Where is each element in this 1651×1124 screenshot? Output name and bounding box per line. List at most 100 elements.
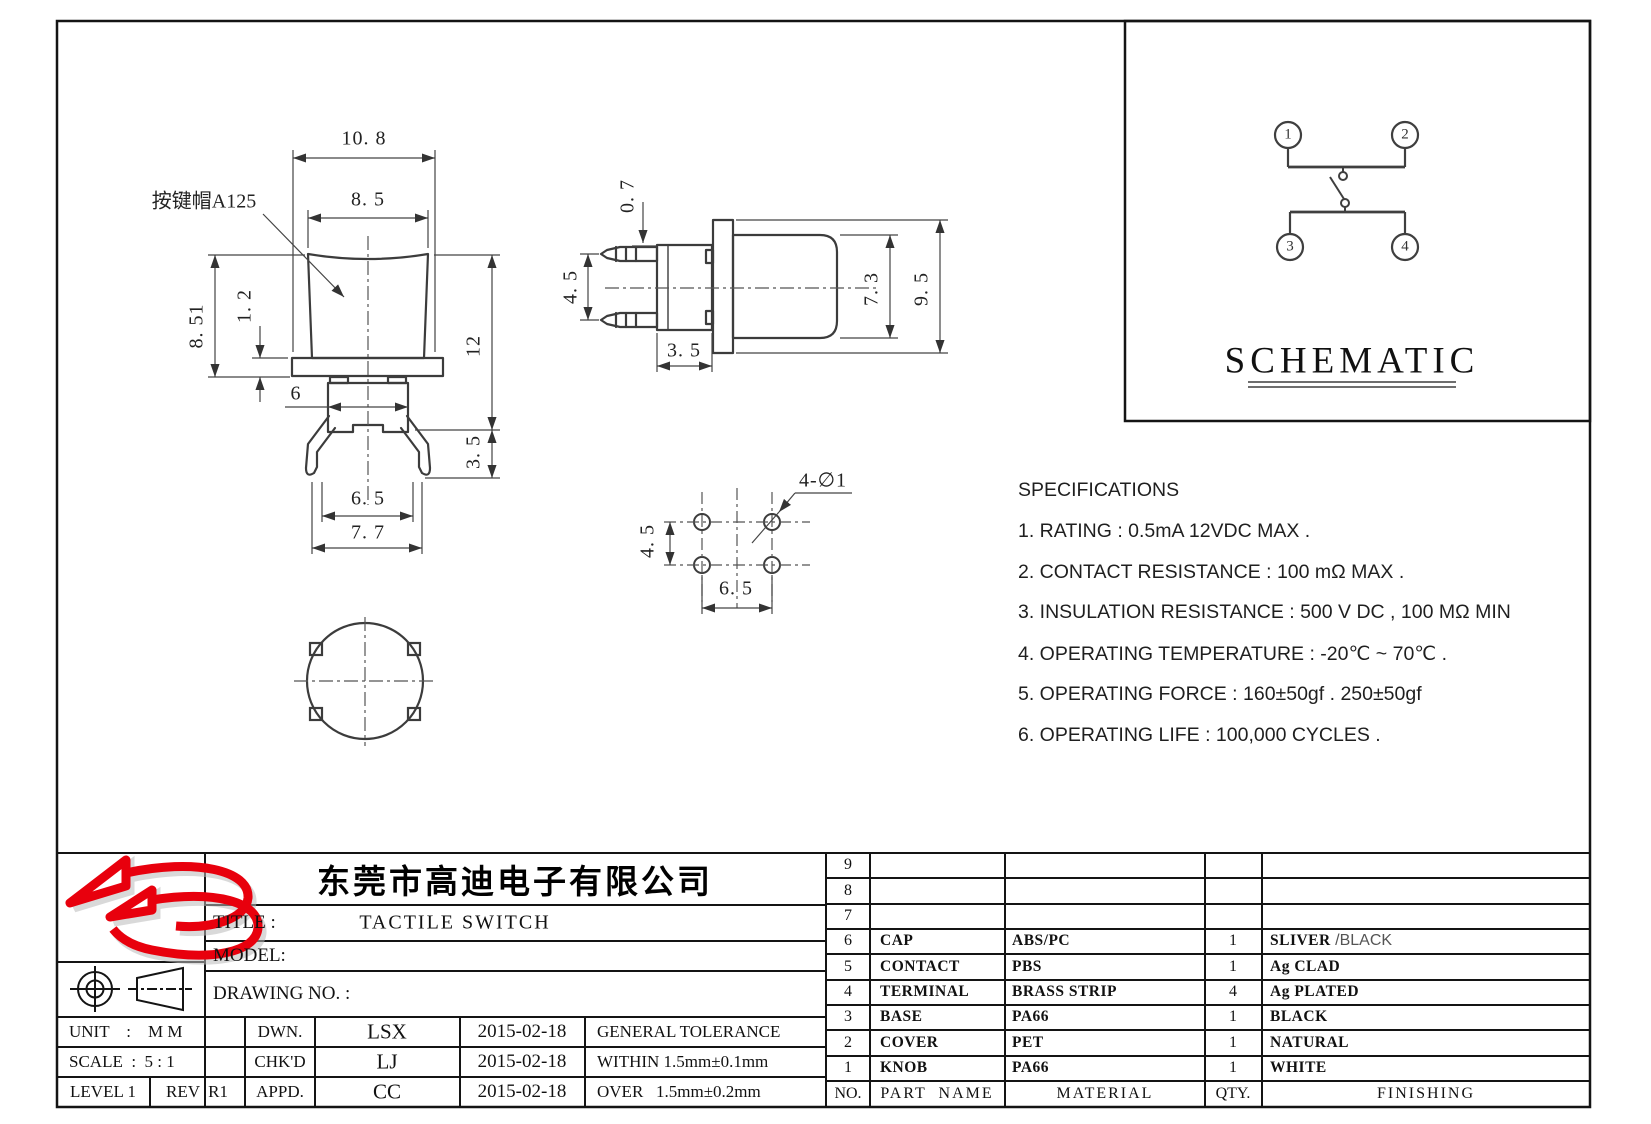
parts-header-part-name: PART NAME xyxy=(880,1085,994,1102)
parts-row-no: 7 xyxy=(844,907,852,924)
parts-row-finishing: NATURAL xyxy=(1270,1034,1349,1051)
appd-date: 2015-02-18 xyxy=(477,1081,567,1102)
parts-row-finishing: Ag PLATED xyxy=(1270,983,1360,1000)
parts-row-part: COVER xyxy=(880,1034,939,1051)
dim-cap-width: 8. 5 xyxy=(351,188,385,211)
side-view xyxy=(599,218,839,355)
drawing-no-label: DRAWING NO. : xyxy=(213,983,351,1004)
dim-base-depth: 3. 5 xyxy=(667,339,701,362)
parts-row-qty: 4 xyxy=(1229,983,1237,1000)
dim-body-depth: 7. 3 xyxy=(860,272,883,306)
pin-layout-dim-lines xyxy=(665,492,852,614)
finishing-main: SLIVER xyxy=(1270,932,1331,949)
bottom-view-centerlines xyxy=(294,617,437,746)
finishing-alt: /BLACK xyxy=(1330,932,1393,949)
parts-row-no: 3 xyxy=(844,1008,852,1025)
tolerance-within: WITHIN 1.5mm±0.1mm xyxy=(597,1052,769,1071)
company-name: 东莞市高迪电子有限公司 xyxy=(317,863,713,900)
dim-leg-height: 3. 5 xyxy=(462,435,485,469)
chkd-label: CHK'D xyxy=(254,1052,306,1071)
parts-row-material: ABS/PC xyxy=(1012,932,1071,949)
parts-row-part: CAP xyxy=(880,932,914,949)
parts-row-qty: 1 xyxy=(1229,932,1237,949)
schematic-pin-4: 4 xyxy=(1401,238,1409,255)
dim-overall-width: 10. 8 xyxy=(341,127,387,150)
unit-cell: UNIT : M M xyxy=(69,1022,183,1041)
parts-row-no: 5 xyxy=(844,958,852,975)
company-logo-icon xyxy=(65,855,267,965)
dim-pin-pitch: 4. 5 xyxy=(559,270,582,304)
general-tolerance-label: GENERAL TOLERANCE xyxy=(597,1022,781,1041)
parts-row-finishing: SLIVER /BLACK xyxy=(1270,932,1392,950)
parts-row-part: CONTACT xyxy=(880,958,960,975)
dwn-date: 2015-02-18 xyxy=(477,1021,567,1042)
dim-flange-thickness: 1. 2 xyxy=(233,289,256,323)
dim-cap-height: 8. 51 xyxy=(185,303,208,349)
rev-cell: REV R1 xyxy=(165,1082,229,1101)
parts-row-qty: 1 xyxy=(1229,1034,1237,1051)
parts-row-qty: 1 xyxy=(1229,1008,1237,1025)
parts-row-no: 2 xyxy=(844,1034,852,1051)
parts-row-part: KNOB xyxy=(880,1059,928,1076)
dim-col-pitch: 6. 5 xyxy=(719,577,753,600)
specifications-block: SPECIFICATIONS 1. RATING : 0.5mA 12VDC M… xyxy=(1018,479,1578,764)
appd-name: CC xyxy=(372,1079,402,1104)
title-label: TITLE : xyxy=(213,912,276,933)
spec-item-insulation-resistance: 3. INSULATION RESISTANCE : 500 V DC , 10… xyxy=(1018,601,1511,623)
hole-callout: 4-∅1 xyxy=(798,469,848,492)
dwn-name: LSX xyxy=(367,1019,407,1044)
title-block-grid xyxy=(57,852,1590,1107)
page-border xyxy=(55,19,1592,1109)
parts-row-no: 8 xyxy=(844,882,852,899)
schematic-title: SCHEMATIC xyxy=(1224,340,1480,382)
parts-row-finishing: Ag CLAD xyxy=(1270,958,1341,975)
parts-header-finishing: FINISHING xyxy=(1377,1085,1475,1102)
parts-row-no: 1 xyxy=(844,1059,852,1076)
parts-row-material: PBS xyxy=(1012,958,1042,975)
parts-row-part: BASE xyxy=(880,1008,923,1025)
parts-row-no: 6 xyxy=(844,932,852,949)
parts-row-no: 9 xyxy=(844,856,852,873)
title-value: TACTILE SWITCH xyxy=(359,911,551,934)
dwn-label: DWN. xyxy=(257,1022,303,1041)
spec-item-rating: 1. RATING : 0.5mA 12VDC MAX . xyxy=(1018,520,1311,542)
dim-pin-offset: 0. 7 xyxy=(616,179,639,213)
dim-leg-span: 7. 7 xyxy=(351,521,385,544)
dim-overall-depth: 9. 5 xyxy=(910,272,933,306)
projection-symbol-icon xyxy=(70,966,192,1012)
appd-label: APPD. xyxy=(256,1082,304,1101)
front-view xyxy=(290,252,445,476)
parts-header-qty: QTY. xyxy=(1215,1085,1251,1102)
cap-part-label: 按键帽A125 xyxy=(151,190,257,213)
spec-item-contact-resistance: 2. CONTACT RESISTANCE : 100 mΩ MAX . xyxy=(1018,560,1405,583)
dim-body-width: 6 xyxy=(290,382,302,405)
scale-cell: SCALE : 5 : 1 xyxy=(69,1052,175,1071)
chkd-name: LJ xyxy=(376,1049,398,1074)
spec-item-operating-force: 5. OPERATING FORCE : 160±50gf . 250±50gf xyxy=(1018,683,1422,705)
dim-row-pitch: 4. 5 xyxy=(636,524,659,558)
schematic-box xyxy=(1123,19,1592,423)
schematic-pin-1: 1 xyxy=(1284,126,1292,143)
side-view-dim-lines xyxy=(580,202,948,372)
parts-header-no: NO. xyxy=(834,1085,862,1102)
chkd-date: 2015-02-18 xyxy=(477,1051,567,1072)
dim-base-width: 6. 5 xyxy=(351,487,385,510)
spec-item-operating-life: 6. OPERATING LIFE : 100,000 CYCLES . xyxy=(1018,723,1381,746)
schematic-drawing xyxy=(1248,120,1456,388)
dim-total-height: 12 xyxy=(462,335,485,357)
parts-row-no: 4 xyxy=(844,983,852,1000)
parts-table-grid xyxy=(826,853,1590,1107)
parts-row-finishing: BLACK xyxy=(1270,1008,1328,1025)
pin-layout-centerlines xyxy=(664,488,810,608)
schematic-pin-2: 2 xyxy=(1401,126,1409,143)
model-label: MODEL: xyxy=(213,945,286,966)
tolerance-over: OVER 1.5mm±0.2mm xyxy=(597,1082,761,1101)
schematic-pin-3: 3 xyxy=(1286,238,1294,255)
parts-row-qty: 1 xyxy=(1229,958,1237,975)
specifications-heading: SPECIFICATIONS xyxy=(1018,479,1180,501)
parts-row-part: TERMINAL xyxy=(880,983,970,1000)
parts-row-qty: 1 xyxy=(1229,1059,1237,1076)
parts-row-material: PA66 xyxy=(1012,1008,1050,1025)
parts-row-material: BRASS STRIP xyxy=(1012,983,1117,1000)
